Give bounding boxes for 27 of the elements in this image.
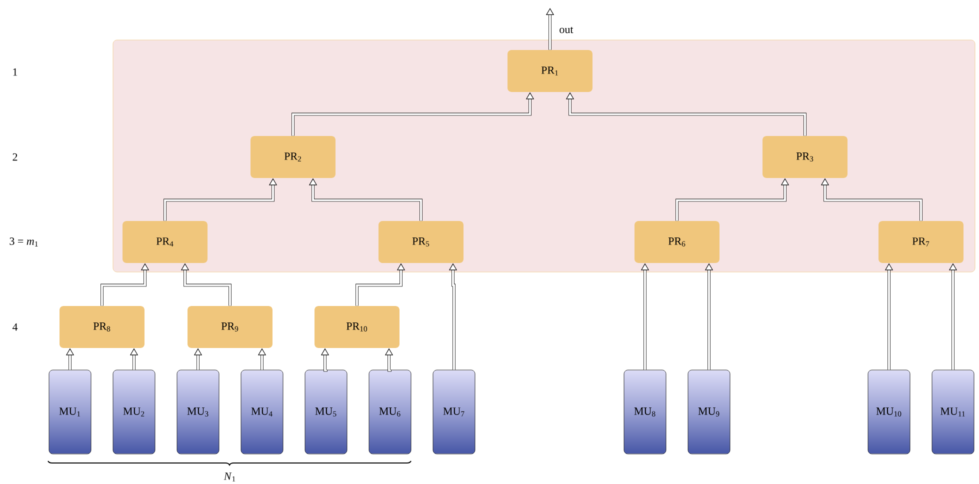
processor-box: PR$_{9}$ bbox=[188, 306, 272, 348]
memory-unit: MU$_{8}$ bbox=[624, 370, 666, 454]
memory-unit: MU$_{2}$ bbox=[112, 370, 156, 454]
processor-box: PR$_{10}$ bbox=[314, 306, 400, 348]
level-label: 4 bbox=[12, 323, 18, 331]
edge-label: out bbox=[560, 26, 574, 34]
memory-unit: MU$_{11}$ bbox=[932, 370, 974, 454]
level-label: 2 bbox=[12, 153, 18, 161]
processor-box: PR$_{2}$ bbox=[250, 136, 336, 178]
processor-box: PR$_{4}$ bbox=[122, 221, 208, 263]
processor-box: PR$_{3}$ bbox=[762, 136, 848, 178]
memory-unit: MU$_{7}$ bbox=[432, 370, 476, 454]
memory-unit: MU$_{6}$ bbox=[368, 370, 412, 454]
level-label: 1 bbox=[13, 68, 18, 76]
processor-box: PR$_{7}$ bbox=[878, 221, 964, 263]
processor-box: PR$_{1}$ bbox=[508, 50, 592, 92]
memory-unit: MU$_{5}$ bbox=[304, 370, 348, 454]
memory-unit: MU$_{10}$ bbox=[868, 370, 910, 454]
brace-label: N$_{1}$ bbox=[224, 472, 236, 482]
processor-box: PR$_{5}$ bbox=[378, 221, 464, 263]
memory-unit: MU$_{1}$ bbox=[48, 370, 92, 454]
memory-unit: MU$_{4}$ bbox=[240, 370, 284, 454]
memory-unit: MU$_{3}$ bbox=[176, 370, 220, 454]
memory-unit: MU$_{9}$ bbox=[688, 370, 730, 454]
processor-box: PR$_{8}$ bbox=[60, 306, 144, 348]
processor-box: PR$_{6}$ bbox=[634, 221, 720, 263]
level-label: 3 = m$_{1}$ bbox=[10, 238, 38, 246]
